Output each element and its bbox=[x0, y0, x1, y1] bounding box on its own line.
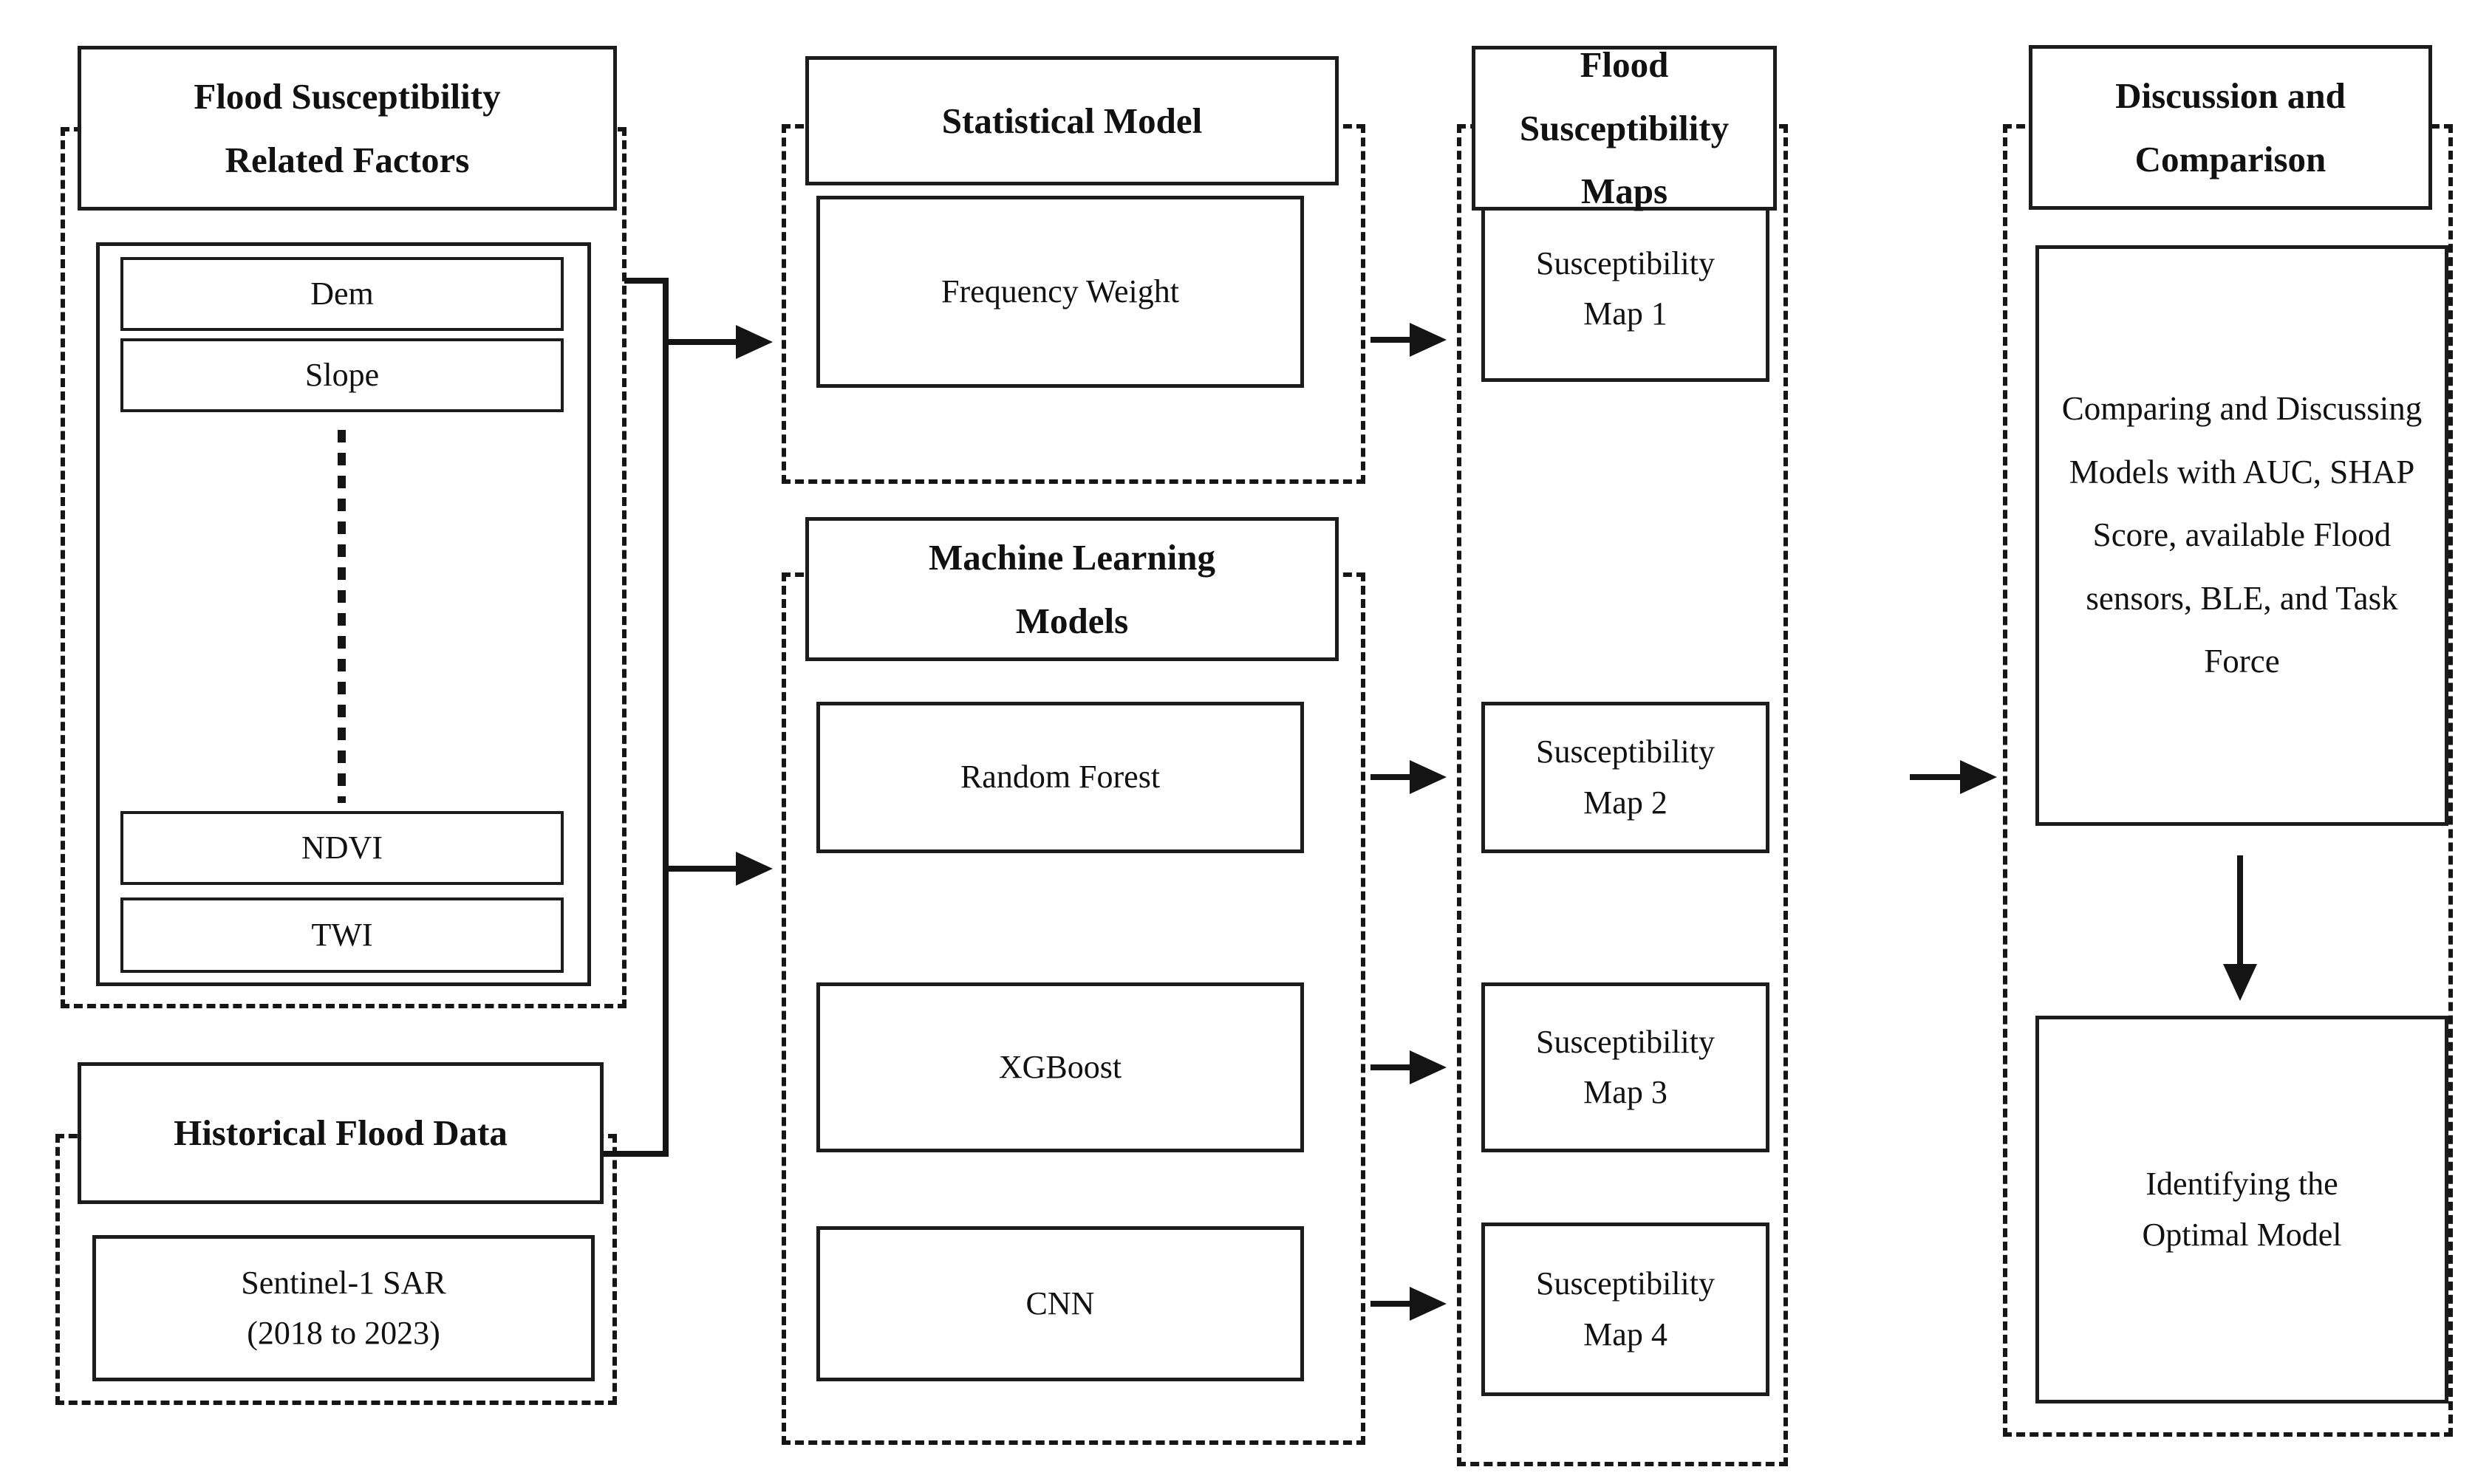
arrow-maps-discussion-head bbox=[1960, 760, 1997, 794]
arrow-rf-map2-head bbox=[1410, 760, 1447, 794]
ml-header-line1: Machine Learning bbox=[929, 536, 1215, 578]
factors-header: Flood Susceptibility Related Factors bbox=[78, 46, 617, 211]
susceptibility-map-1-box: Susceptibility Map 1 bbox=[1481, 196, 1769, 382]
map-label-line2: Map 2 bbox=[1583, 784, 1667, 821]
ml-header-line2: Models bbox=[1015, 600, 1129, 641]
factor-label: Dem bbox=[310, 275, 374, 312]
ml-model-label: XGBoost bbox=[998, 1048, 1122, 1085]
statistical-header: Statistical Model bbox=[805, 56, 1339, 185]
comparison-box: Comparing and Discussing Models with AUC… bbox=[2035, 245, 2448, 826]
susceptibility-map-3-box: Susceptibility Map 3 bbox=[1481, 982, 1769, 1152]
arrow-down-head bbox=[2223, 964, 2257, 1001]
discussion-header-line2: Comparison bbox=[2134, 138, 2327, 179]
ml-model-label: Random Forest bbox=[960, 759, 1161, 796]
bracket-bottom-stub bbox=[601, 1151, 669, 1157]
factor-label: NDVI bbox=[301, 829, 383, 866]
arrow-maps-discussion-shaft bbox=[1910, 774, 1962, 780]
random-forest-box: Random Forest bbox=[816, 702, 1304, 853]
comparison-text: Comparing and Discussing Models with AUC… bbox=[2061, 390, 2423, 680]
frequency-weight-label: Frequency Weight bbox=[941, 273, 1179, 310]
sentinel-line2: (2018 to 2023) bbox=[247, 1315, 440, 1351]
map-label-line2: Map 4 bbox=[1583, 1316, 1667, 1353]
arrow-xgb-map3-shaft bbox=[1370, 1064, 1411, 1070]
optimal-model-line1: Identifying the bbox=[2145, 1166, 2338, 1203]
optimal-model-box: Identifying the Optimal Model bbox=[2035, 1016, 2448, 1403]
maps-header-line2: Maps bbox=[1580, 171, 1668, 212]
arrow-cnn-map4-shaft bbox=[1370, 1301, 1411, 1307]
xgboost-box: XGBoost bbox=[816, 982, 1304, 1152]
bracket-vertical-line bbox=[663, 278, 669, 1157]
optimal-model-line2: Optimal Model bbox=[2142, 1216, 2342, 1253]
map-label-line2: Map 3 bbox=[1583, 1074, 1667, 1110]
map-label-line1: Susceptibility bbox=[1536, 1265, 1715, 1302]
arrow-down-shaft bbox=[2237, 855, 2243, 966]
arrow-rf-map2-shaft bbox=[1370, 774, 1411, 780]
arrow-cnn-map4-head bbox=[1410, 1287, 1447, 1321]
arrow-to-ml-head bbox=[736, 852, 773, 886]
frequency-weight-box: Frequency Weight bbox=[816, 196, 1304, 388]
map-label-line2: Map 1 bbox=[1583, 295, 1667, 332]
sentinel-line1: Sentinel-1 SAR bbox=[241, 1264, 446, 1301]
factors-header-line2: Related Factors bbox=[225, 139, 470, 180]
maps-header-line1: Flood Susceptibility bbox=[1519, 44, 1730, 148]
factor-label: Slope bbox=[304, 356, 380, 393]
arrow-fw-map1-shaft bbox=[1370, 337, 1411, 343]
sentinel-box: Sentinel-1 SAR (2018 to 2023) bbox=[92, 1235, 595, 1381]
statistical-header-label: Statistical Model bbox=[941, 100, 1203, 141]
susceptibility-map-4-box: Susceptibility Map 4 bbox=[1481, 1223, 1769, 1396]
arrow-xgb-map3-head bbox=[1410, 1050, 1447, 1084]
map-label-line1: Susceptibility bbox=[1536, 245, 1715, 281]
arrow-to-statistical-head bbox=[736, 325, 773, 359]
arrow-fw-map1-head bbox=[1410, 323, 1447, 357]
discussion-header: Discussion and Comparison bbox=[2029, 45, 2432, 210]
map-label-line1: Susceptibility bbox=[1536, 1023, 1715, 1060]
maps-header: Flood Susceptibility Maps bbox=[1472, 44, 1777, 211]
ml-header: Machine Learning Models bbox=[805, 517, 1339, 661]
arrow-to-ml-shaft bbox=[665, 866, 737, 872]
factor-box-slope: Slope bbox=[120, 338, 564, 412]
ml-model-label: CNN bbox=[1025, 1285, 1095, 1321]
arrow-to-statistical-shaft bbox=[665, 339, 737, 345]
cnn-box: CNN bbox=[816, 1226, 1304, 1381]
factor-box-ndvi: NDVI bbox=[120, 811, 564, 885]
factors-ellipsis-dotted-line bbox=[338, 430, 346, 803]
factor-box-twi: TWI bbox=[120, 897, 564, 973]
discussion-header-line1: Discussion and bbox=[2115, 75, 2346, 116]
susceptibility-map-2-box: Susceptibility Map 2 bbox=[1481, 702, 1769, 853]
map-label-line1: Susceptibility bbox=[1536, 734, 1715, 770]
factor-label: TWI bbox=[311, 916, 373, 953]
historical-header-label: Historical Flood Data bbox=[174, 1112, 508, 1154]
bracket-top-stub bbox=[624, 278, 669, 284]
historical-header: Historical Flood Data bbox=[78, 1062, 604, 1204]
factors-header-line1: Flood Susceptibility bbox=[194, 75, 501, 117]
factor-box-dem: Dem bbox=[120, 257, 564, 331]
